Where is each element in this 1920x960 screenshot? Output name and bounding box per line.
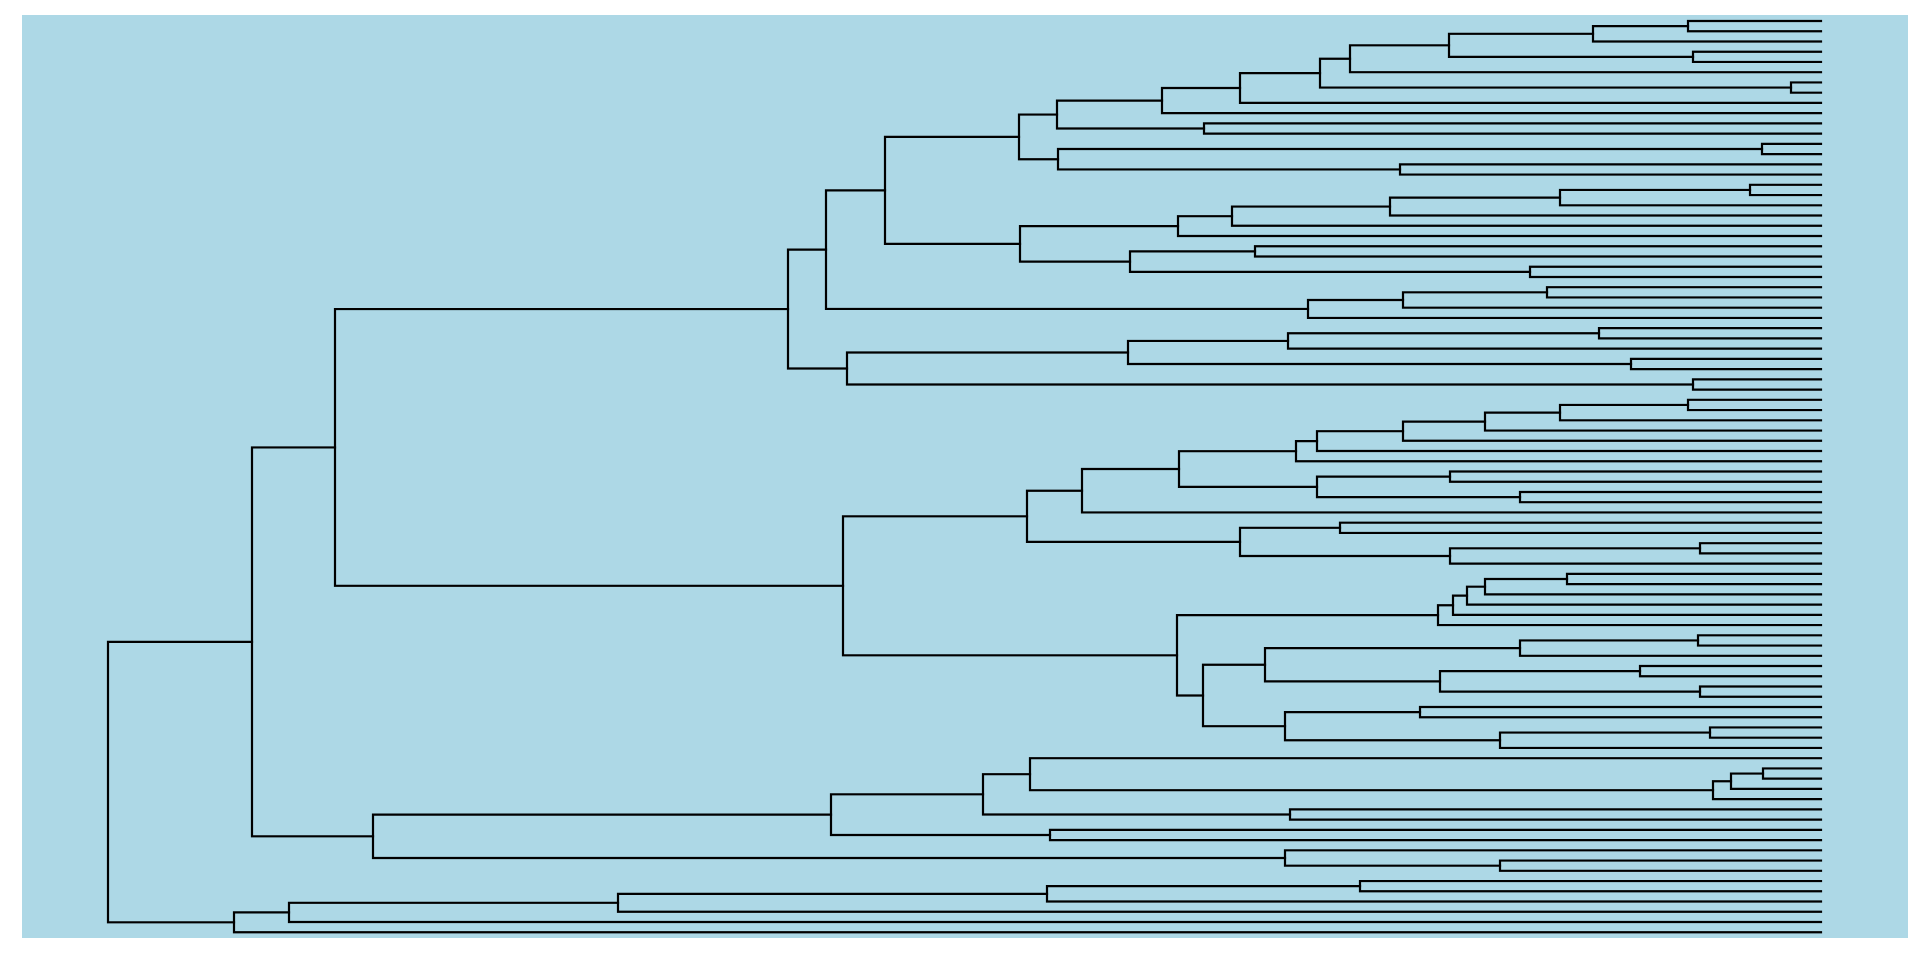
dendrogram-links	[106, 19, 1823, 934]
plot-background	[22, 15, 1908, 938]
dendrogram-link	[106, 640, 254, 924]
